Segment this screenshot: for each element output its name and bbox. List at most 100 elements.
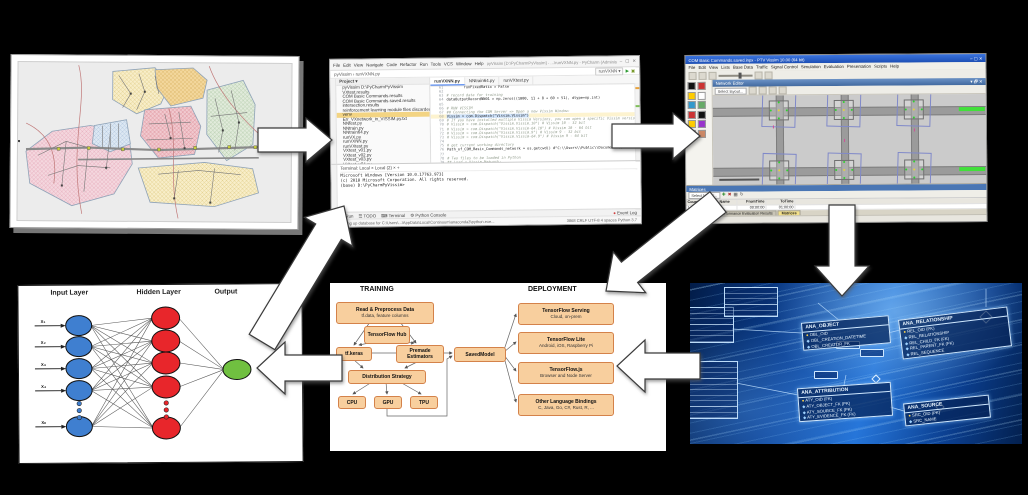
menu-item[interactable]: Evaluation bbox=[823, 63, 844, 70]
close-button[interactable]: ✕ bbox=[978, 55, 983, 61]
menu-item[interactable]: File bbox=[333, 62, 341, 68]
minimize-button[interactable]: – bbox=[619, 58, 623, 64]
status-indicators[interactable]: 3868 CRLF UTF-8 4 spaces Python 3.7 bbox=[566, 217, 637, 224]
debug-icon[interactable]: ▣ bbox=[630, 67, 636, 73]
savedmodel-box: SavedModel bbox=[454, 347, 506, 362]
menu-item[interactable]: View bbox=[353, 61, 364, 68]
db-connector-label bbox=[814, 371, 838, 379]
toolbar-button[interactable] bbox=[708, 71, 717, 80]
database-schema-image: ANA_RELATIONSHIP REL_OID (PK)REL_RELATIO… bbox=[690, 283, 1022, 444]
vissim-status-bar bbox=[686, 213, 987, 224]
gis-network-map bbox=[16, 61, 293, 223]
toolbar-button[interactable] bbox=[764, 70, 773, 79]
tensorflow-hub-box: TensorFlow Hub bbox=[364, 326, 410, 344]
terminal-panel[interactable]: Terminal: Local × Local (2) × + Microsof… bbox=[331, 160, 641, 213]
editor-tool-button[interactable] bbox=[758, 86, 767, 95]
menu-item[interactable]: Lists bbox=[721, 64, 730, 70]
menu-item[interactable]: File bbox=[688, 64, 696, 71]
menu-item[interactable]: Simulation bbox=[800, 64, 821, 70]
training-title: TRAINING bbox=[360, 286, 394, 293]
svg-text:x₃: x₃ bbox=[41, 362, 47, 368]
menu-item[interactable]: Code bbox=[386, 61, 398, 67]
menu-item[interactable]: Base Data bbox=[732, 64, 754, 70]
window-title: pyVissim [D:\PyCharmPyVissim] - ...\runV… bbox=[486, 58, 617, 66]
map-signal-nodes bbox=[56, 145, 258, 152]
editor-scrollbar[interactable] bbox=[634, 83, 641, 162]
deployment-title: DEPLOYMENT bbox=[528, 286, 577, 293]
editor-tool-button[interactable] bbox=[778, 86, 787, 95]
maximize-button[interactable]: ▢ bbox=[973, 55, 978, 61]
menu-item[interactable]: Run bbox=[419, 61, 428, 67]
db-table-ana-attribution: ANA_ATTRIBUTION ATY_OID (FK)ATY_OBJECT_F… bbox=[796, 381, 894, 423]
menu-item[interactable]: Help bbox=[890, 63, 899, 69]
editor-tool-button[interactable] bbox=[748, 86, 757, 95]
db-partial-table bbox=[690, 307, 734, 343]
menu-item[interactable]: Edit bbox=[698, 64, 706, 70]
menu-item[interactable]: Signal Control bbox=[770, 64, 798, 70]
db-connector-label bbox=[860, 349, 884, 357]
menu-item[interactable]: Traffic bbox=[755, 64, 768, 70]
run-config-dropdown[interactable]: runVXNN ▾ bbox=[595, 66, 624, 76]
minimize-button[interactable]: – bbox=[970, 55, 973, 61]
toolbar-button[interactable] bbox=[698, 71, 707, 80]
scale-bar bbox=[719, 178, 760, 181]
delete-icon[interactable]: ✖ bbox=[727, 191, 732, 198]
refresh-icon[interactable]: ↻ bbox=[739, 191, 744, 197]
menu-item[interactable]: Scripts bbox=[873, 63, 888, 69]
menu-item[interactable]: Help bbox=[474, 60, 484, 66]
menu-item[interactable]: Tools bbox=[430, 61, 441, 67]
ptv-vissim-window: COM Basic Commands.saved.inpx - PTV Viss… bbox=[684, 52, 988, 225]
layout-select[interactable]: Select layout... bbox=[688, 191, 720, 200]
tpu-box: TPU bbox=[410, 396, 438, 409]
network-editor-canvas[interactable] bbox=[712, 93, 987, 186]
menu-item[interactable]: Edit bbox=[343, 62, 351, 68]
svg-text:x₂: x₂ bbox=[41, 340, 46, 346]
filter-icon[interactable]: ▦ bbox=[733, 191, 738, 197]
status-message: Cleaning up database for C:\Users\...\Ap… bbox=[335, 218, 495, 226]
svg-text:xₙ: xₙ bbox=[41, 420, 46, 426]
menu-item[interactable]: Presentation bbox=[846, 63, 872, 69]
db-partial-table bbox=[690, 361, 738, 419]
editor-tool-button[interactable] bbox=[768, 86, 777, 95]
network-objects-toolbar[interactable] bbox=[685, 79, 714, 187]
layout-select[interactable]: Select layout... bbox=[714, 87, 747, 95]
premade-estimators-box: Premade Estimators bbox=[396, 345, 444, 363]
gpu-box: GPU bbox=[374, 396, 402, 409]
menu-item[interactable]: Refactor bbox=[399, 61, 417, 67]
simulation-speed-slider[interactable] bbox=[718, 72, 753, 79]
cpu-box: CPU bbox=[338, 396, 366, 409]
db-partial-table bbox=[724, 287, 778, 317]
map-graphic bbox=[17, 65, 270, 219]
close-button[interactable]: ✕ bbox=[632, 58, 637, 64]
menu-item[interactable]: VCS bbox=[443, 60, 453, 67]
toolbar-button[interactable] bbox=[754, 71, 763, 80]
maximize-button[interactable]: ▢ bbox=[625, 58, 630, 64]
menu-item[interactable]: Navigate bbox=[366, 61, 384, 67]
add-icon[interactable]: ✚ bbox=[721, 192, 726, 198]
menu-item[interactable]: View bbox=[708, 64, 719, 70]
tensorflow-architecture-diagram: TRAINING DEPLOYMENT Read & Preprocess Da… bbox=[330, 283, 666, 451]
map-zones bbox=[25, 67, 260, 208]
map-street-network bbox=[37, 73, 248, 203]
svg-text:x₄: x₄ bbox=[41, 384, 47, 390]
tf-keras-box: tf.keras bbox=[336, 347, 372, 361]
distribution-strategy-box: Distribution Strategy bbox=[348, 370, 426, 384]
run-icon[interactable]: ▶ bbox=[625, 67, 630, 73]
matrices-panel[interactable]: Matrices Select layout... ✚ ✖ ▦ ↻ Count:… bbox=[686, 182, 987, 218]
menu-item[interactable]: Window bbox=[455, 60, 472, 66]
green-signal-bar bbox=[959, 166, 986, 172]
gis-network-map-panel bbox=[9, 53, 300, 231]
toolbar-button[interactable] bbox=[688, 71, 697, 80]
green-signal-bar bbox=[958, 106, 985, 112]
